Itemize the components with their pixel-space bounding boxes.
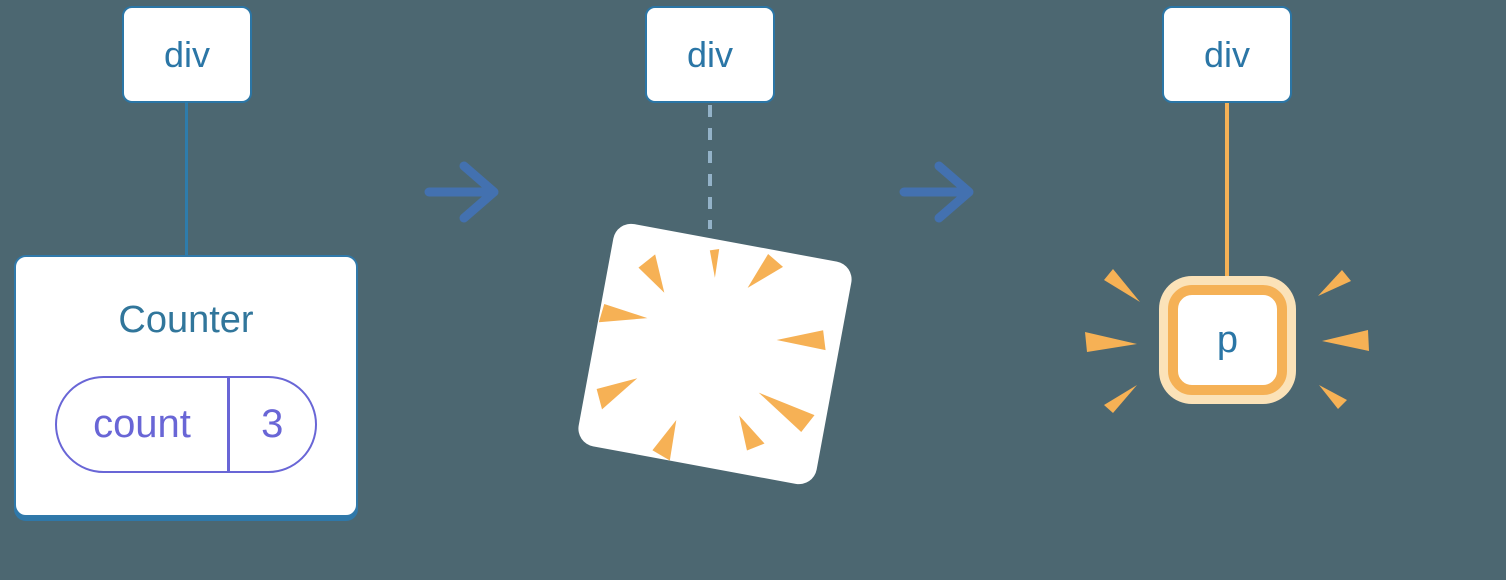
arrow-right-icon xyxy=(424,161,499,223)
arrow-right-icon xyxy=(899,161,974,223)
tree-node-div-during: div xyxy=(645,6,775,103)
destroyed-component-card xyxy=(575,220,855,488)
tree-edge-dashed xyxy=(708,105,712,229)
tree-node-label: div xyxy=(686,33,734,75)
tree-node-label: p xyxy=(1216,318,1239,361)
tree-node-label: div xyxy=(163,33,211,75)
state-key-label: count xyxy=(93,402,191,446)
tree-edge-highlighted xyxy=(1225,103,1229,295)
glow-sparks-icon xyxy=(1085,269,1369,413)
tree-edge-solid xyxy=(185,102,188,256)
tree-node-label: div xyxy=(1203,33,1251,75)
component-name-label: Counter xyxy=(118,299,254,341)
state-pill: count 3 xyxy=(55,376,317,473)
counter-component-card: Counter count 3 xyxy=(14,255,358,517)
tree-node-div-before: div xyxy=(122,6,252,103)
tree-node-div-after: div xyxy=(1162,6,1292,103)
state-value-label: 3 xyxy=(261,402,284,446)
state-pill-divider xyxy=(227,378,230,471)
poof-sparks-icon xyxy=(596,249,826,461)
new-element-node-p: p xyxy=(1168,285,1287,395)
